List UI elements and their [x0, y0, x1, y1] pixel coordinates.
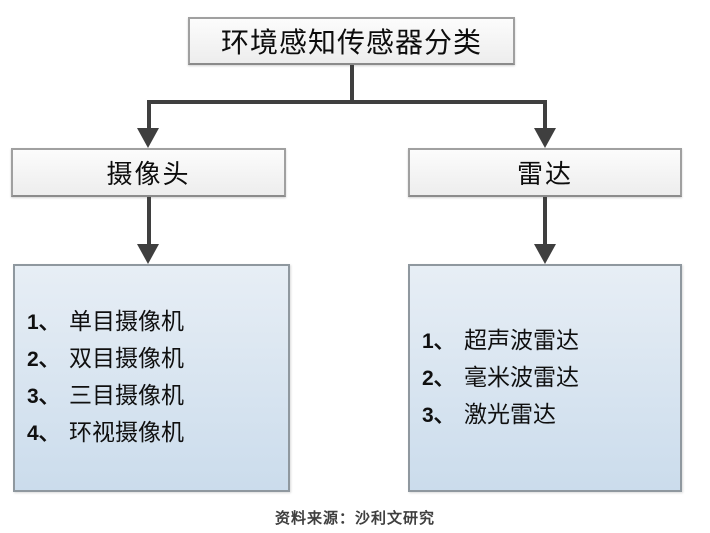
list-item: 2、毫米波雷达	[422, 360, 680, 397]
connector-radar-drop	[543, 197, 547, 244]
list-item-label: 毫米波雷达	[464, 364, 579, 391]
list-item-number: 4、	[27, 422, 60, 445]
list-item: 1、单目摄像机	[27, 304, 288, 341]
down-arrow-icon	[533, 128, 556, 148]
camera-types-box: 1、单目摄像机 2、双目摄像机 3、三目摄像机 4、环视摄像机	[13, 264, 290, 492]
list-item-label: 激光雷达	[464, 401, 556, 428]
camera-node-label: 摄像头	[106, 160, 191, 190]
list-item-label: 超声波雷达	[464, 327, 579, 354]
list-item: 2、双目摄像机	[27, 341, 288, 378]
list-item: 3、三目摄像机	[27, 378, 288, 415]
connector-root-stub	[349, 65, 354, 102]
radar-types-box: 1、超声波雷达 2、毫米波雷达 3、激光雷达	[408, 264, 682, 492]
radar-node-label: 雷达	[516, 160, 573, 190]
list-item-number: 1、	[422, 329, 455, 353]
list-item: 1、超声波雷达	[422, 323, 680, 360]
list-item-label: 双目摄像机	[69, 346, 184, 372]
root-node-label: 环境感知传感器分类	[220, 26, 482, 59]
connector-branch-bar	[146, 100, 547, 104]
radar-node: 雷达	[408, 148, 682, 197]
connector-left-drop	[146, 100, 151, 129]
connector-camera-drop	[146, 197, 151, 244]
list-item-number: 2、	[27, 348, 60, 371]
source-note: 资料来源：沙利文研究	[274, 510, 435, 527]
list-item-label: 单目摄像机	[69, 309, 184, 335]
list-item-number: 2、	[422, 366, 455, 390]
list-item-number: 1、	[27, 311, 60, 334]
down-arrow-icon	[137, 128, 159, 148]
list-item-number: 3、	[27, 385, 60, 408]
down-arrow-icon	[533, 244, 556, 264]
camera-node: 摄像头	[11, 148, 286, 197]
list-item: 4、环视摄像机	[27, 415, 288, 452]
root-node: 环境感知传感器分类	[188, 17, 515, 65]
list-item: 3、激光雷达	[422, 397, 680, 434]
list-item-number: 3、	[422, 403, 455, 427]
list-item-label: 环视摄像机	[69, 420, 184, 446]
connector-right-drop	[543, 100, 547, 129]
radar-types-list: 1、超声波雷达 2、毫米波雷达 3、激光雷达	[410, 266, 680, 490]
list-item-label: 三目摄像机	[69, 383, 184, 409]
camera-types-list: 1、单目摄像机 2、双目摄像机 3、三目摄像机 4、环视摄像机	[15, 266, 288, 490]
down-arrow-icon	[137, 244, 159, 264]
